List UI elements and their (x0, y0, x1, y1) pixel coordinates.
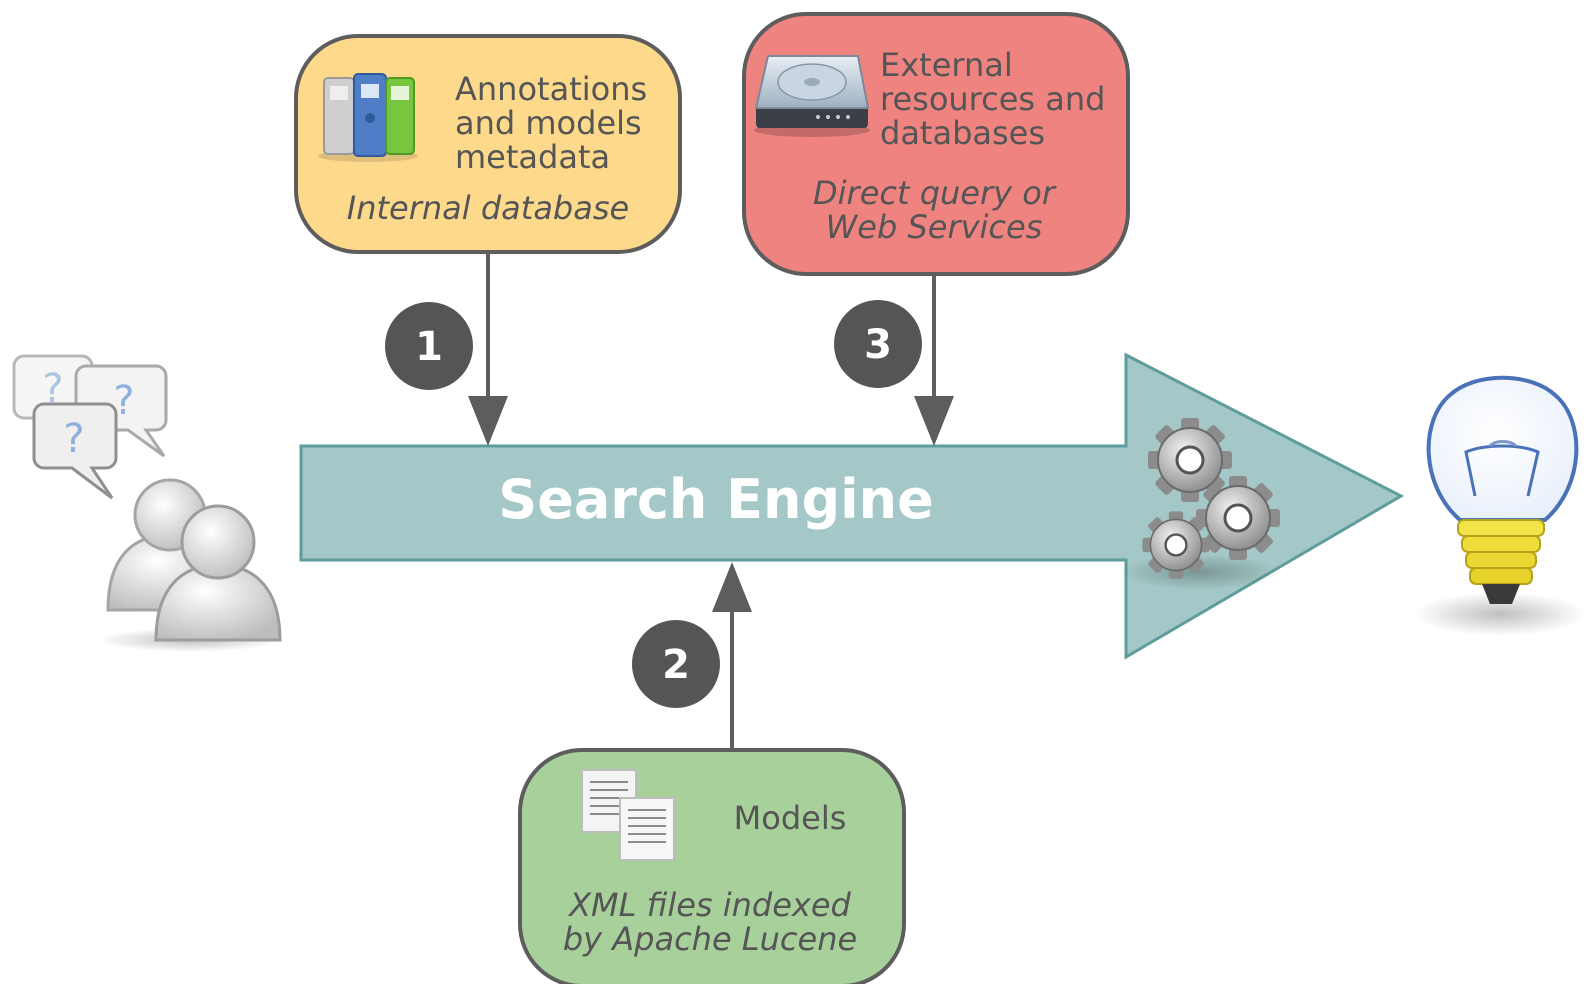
binders-icon (318, 73, 418, 162)
external-subtitle-2: Web Services (826, 208, 1043, 246)
svg-text:?: ? (63, 416, 84, 462)
internal-line-2: and models (455, 104, 642, 142)
svg-text:2: 2 (662, 642, 690, 688)
internal-subtitle: Internal database (347, 189, 629, 227)
search-engine-arrow: Search Engine (299, 352, 1405, 660)
internal-line-1: Annotations (455, 70, 647, 108)
models-subtitle-2: by Apache Lucene (563, 920, 857, 958)
step-badge-2: 2 (632, 620, 720, 708)
external-line-3: databases (880, 114, 1045, 152)
external-resources-box: External resources and databases Direct … (742, 12, 1130, 276)
connector-external (914, 274, 954, 446)
question-bubble-2: ? (74, 364, 168, 458)
internal-database-box: Annotations and models metadata Internal… (294, 34, 682, 254)
question-bubble-3: ? (32, 402, 118, 500)
models-box: Models XML files indexed by Apache Lucen… (518, 748, 906, 984)
external-line-2: resources and (880, 80, 1105, 118)
connector-internal (468, 252, 508, 446)
documents-icon (581, 769, 675, 861)
external-subtitle-1: Direct query or (813, 174, 1057, 212)
hard-drive-icon (754, 55, 870, 137)
gears-icon (1120, 418, 1280, 590)
svg-text:3: 3 (864, 322, 892, 368)
models-title: Models (734, 799, 847, 837)
svg-text:?: ? (113, 378, 134, 424)
step-badge-1: 1 (385, 302, 473, 390)
internal-line-3: metadata (455, 138, 610, 176)
svg-text:?: ? (42, 366, 63, 412)
connector-models (712, 562, 752, 750)
external-line-1: External (880, 46, 1013, 84)
models-subtitle-1: XML files indexed (567, 886, 851, 924)
step-badge-3: 3 (834, 300, 922, 388)
search-engine-label: Search Engine (498, 468, 933, 531)
user-front (154, 504, 282, 642)
svg-text:1: 1 (415, 324, 443, 370)
users-icon: ? ? ? (12, 354, 282, 652)
lightbulb-icon (1414, 375, 1586, 636)
